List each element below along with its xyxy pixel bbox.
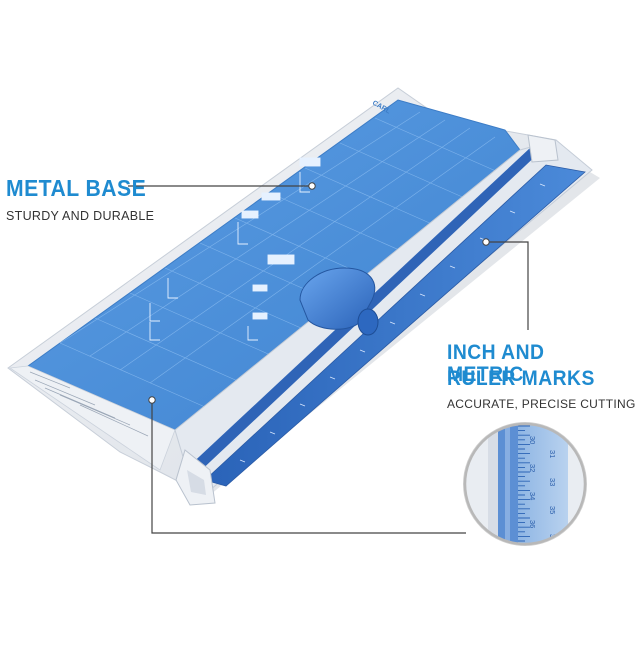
zoom-ruler-label: 33 [548, 478, 557, 486]
ruler-strip [204, 164, 586, 487]
metal-base-title: METAL BASE [6, 175, 147, 201]
base-grid [59, 111, 506, 408]
zoom-ruler-label: 31 [548, 450, 557, 458]
metal-base-subtitle: STURDY AND DURABLE [6, 209, 155, 223]
cutter-handle [299, 267, 376, 330]
metal-base-leader-dot [308, 182, 316, 190]
zoom-ruler-label: 30 [528, 436, 537, 444]
zoom-ruler-label: 34 [528, 492, 537, 500]
ruler-leader-dot [482, 238, 490, 246]
ruler-marks-subtitle: ACCURATE, PRECISE CUTTING [447, 397, 636, 411]
base-markings [149, 157, 321, 341]
ruler-leader-line [486, 241, 529, 330]
zoom-leader-dot [148, 396, 156, 404]
ruler-marks-title-line2: RULER MARKS [447, 367, 595, 390]
zoom-leader-line [151, 400, 466, 534]
ruler-ticks [239, 183, 546, 463]
top-cap [527, 134, 559, 163]
ruler-marks-title-line1: INCH AND METRIC [447, 341, 545, 387]
label-strip-text [29, 371, 149, 437]
ruler-zoom-inset: 3031323334353637 [463, 422, 587, 546]
cutter-knob [357, 308, 379, 336]
zoom-ruler-label: 35 [548, 506, 557, 514]
zoom-ruler-label: 32 [528, 464, 537, 472]
zoom-ruler-label: 36 [528, 520, 537, 528]
end-cap-slot [187, 470, 206, 495]
